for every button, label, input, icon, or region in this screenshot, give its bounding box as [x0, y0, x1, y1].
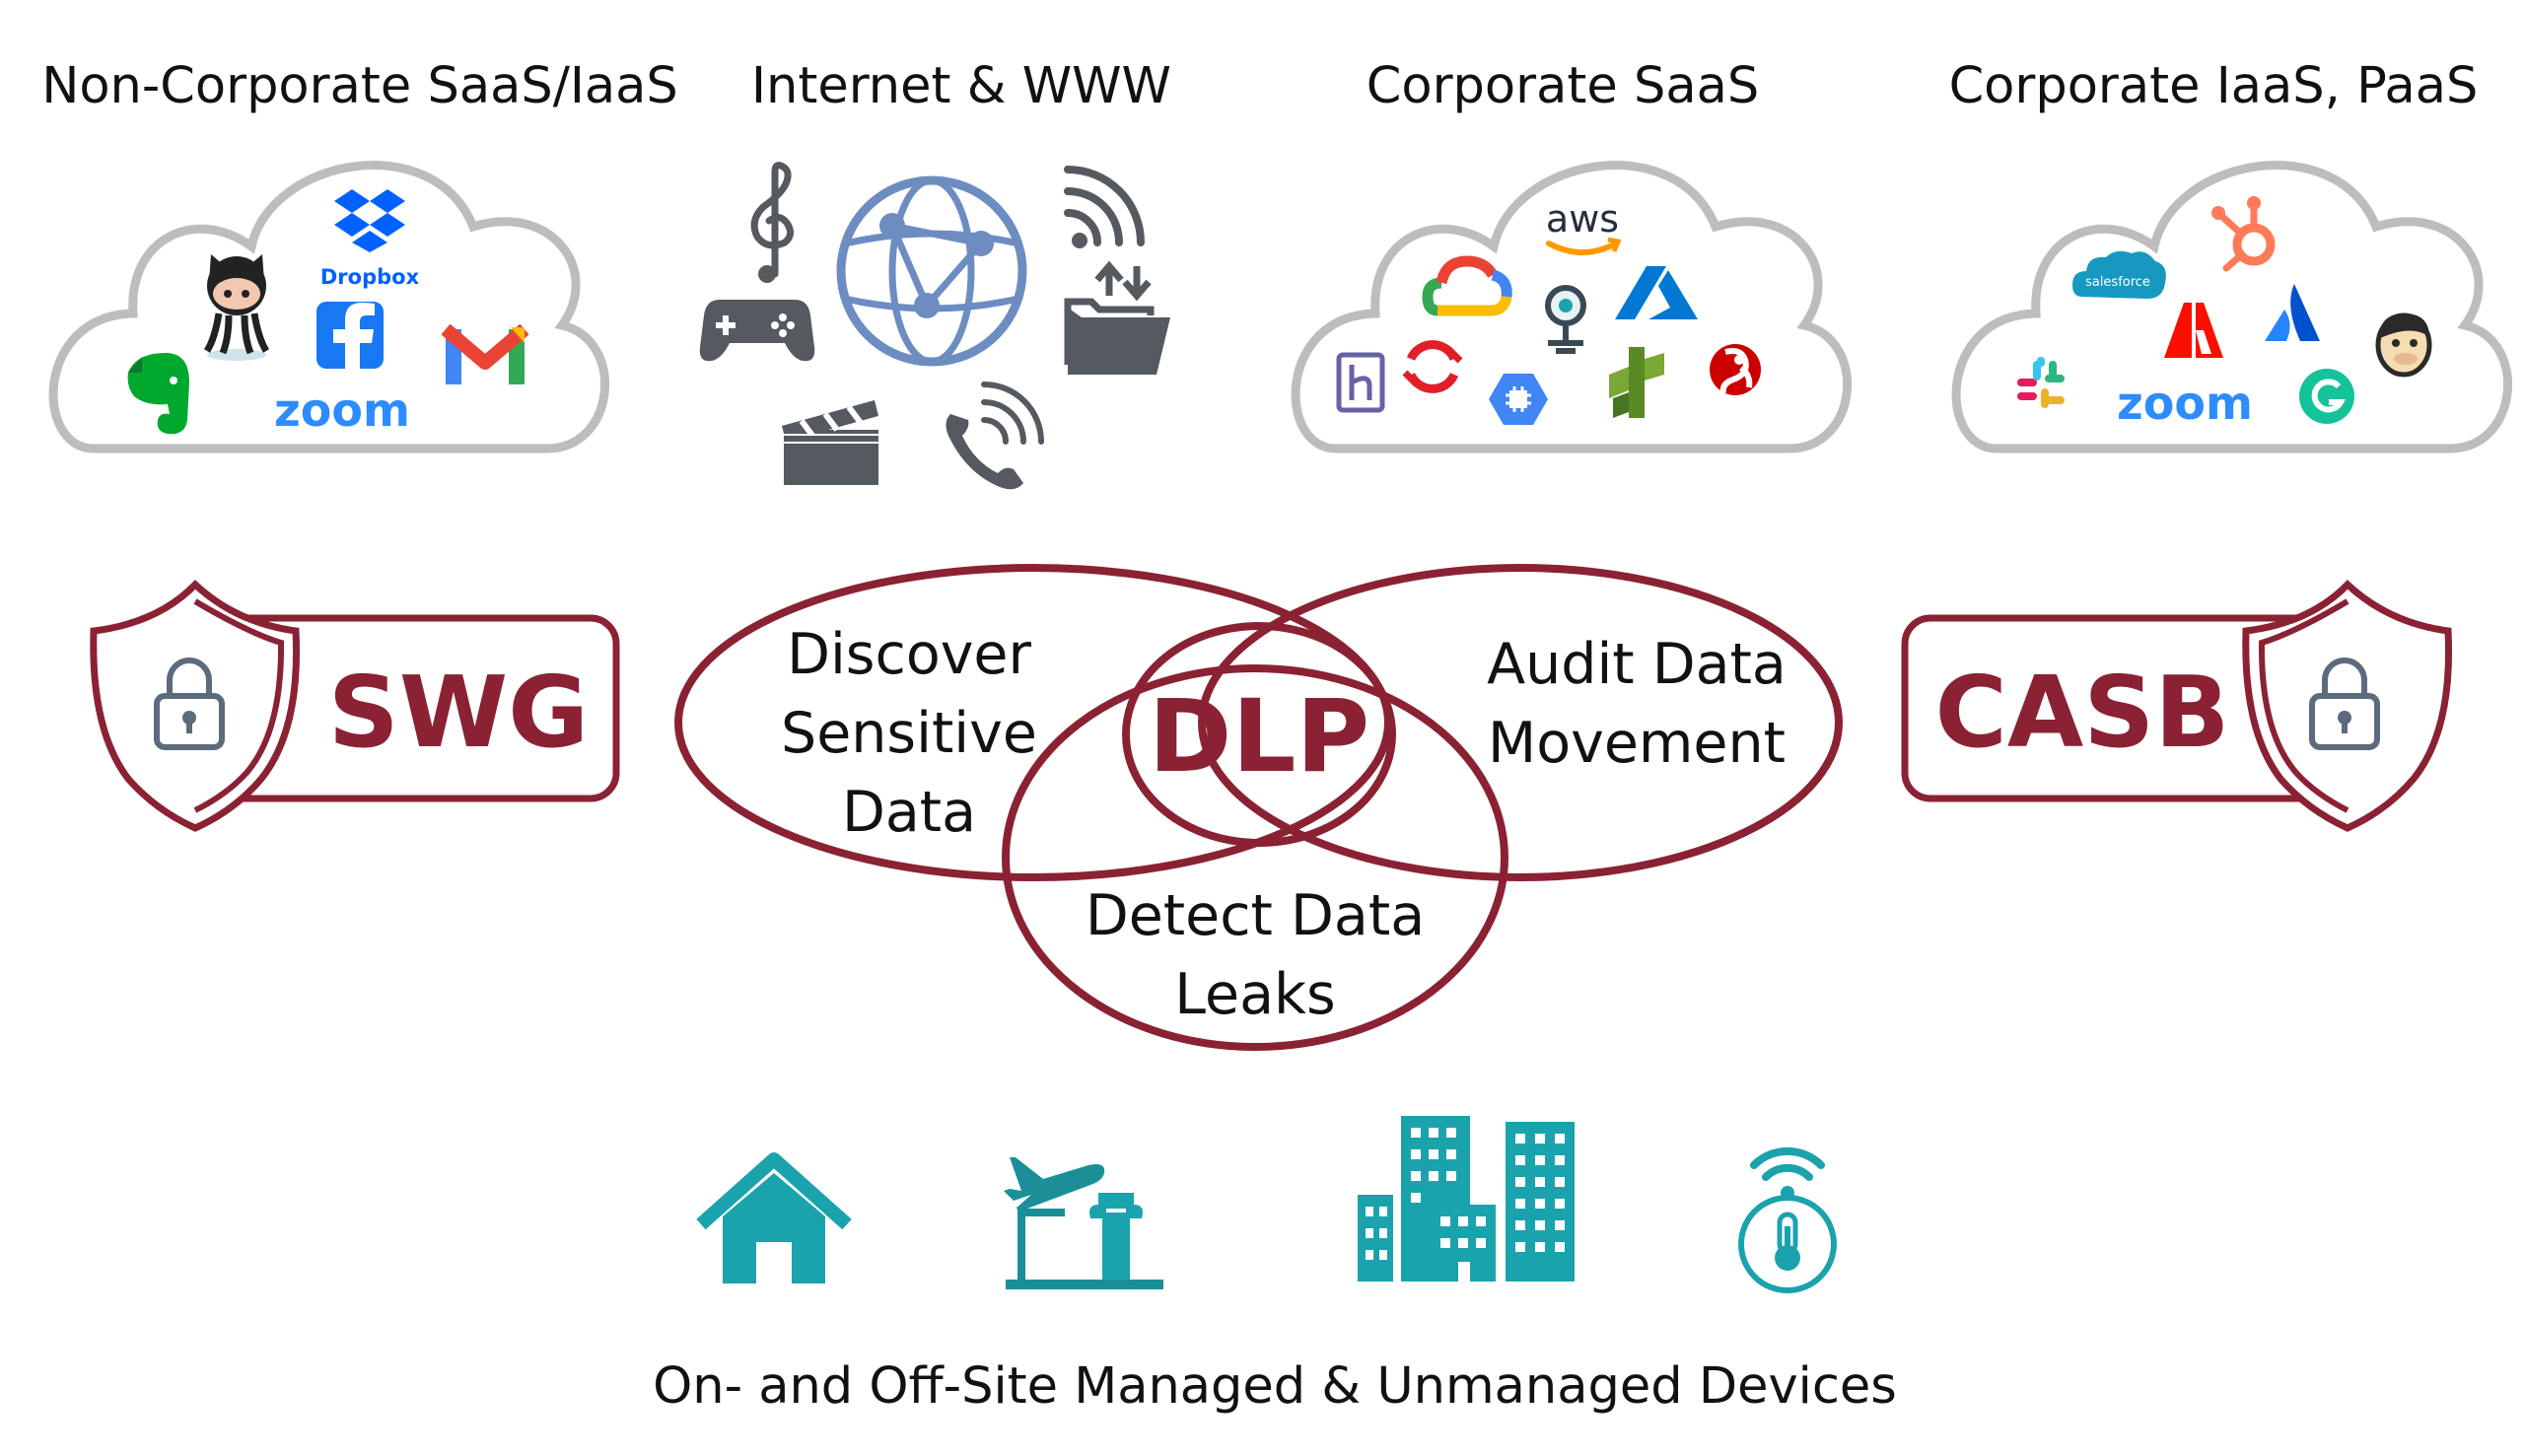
- venn-left-line-1: Discover: [787, 622, 1031, 687]
- dropbox-label: Dropbox: [320, 265, 420, 289]
- azure-icon: [1615, 266, 1698, 319]
- home-icon: [696, 1152, 852, 1283]
- gamepad-icon: [699, 300, 815, 362]
- gcp-compute-icon: [1489, 374, 1548, 425]
- google-cloud-icon: [1422, 255, 1512, 316]
- rss-feed-icon: [1064, 166, 1145, 248]
- folder-transfer-icon: [1064, 260, 1170, 375]
- heroku-icon: [1336, 352, 1385, 413]
- venn-circle-detect: [1002, 664, 1508, 1051]
- slack-icon: [2017, 357, 2065, 408]
- hubspot-icon: [2211, 196, 2276, 272]
- dlp-venn-diagram: DLP Discover Sensitive Data Audit Data M…: [674, 564, 1843, 1051]
- dlp-core-circle: [1122, 622, 1396, 847]
- casb-badge: CASB: [1901, 580, 2453, 832]
- heading-corporate-iaas-paas: Corporate IaaS, PaaS: [1949, 57, 2479, 115]
- office-buildings-icon: [1358, 1116, 1575, 1282]
- cloud-non-corporate: Dropbox zoom: [53, 166, 605, 449]
- aws-lambda-icon: [1609, 347, 1664, 418]
- dlp-label: DLP: [1149, 678, 1369, 796]
- devices-caption: On- and Off-Site Managed & Unmanaged Dev…: [653, 1357, 1897, 1416]
- internet-www-group: [699, 162, 1170, 490]
- devices-row: [696, 1116, 1837, 1293]
- salesforce-label: salesforce: [2085, 275, 2150, 290]
- venn-circle-audit: [1198, 564, 1843, 881]
- openshift-icon: [1402, 340, 1463, 393]
- aws-logo: aws: [1546, 197, 1622, 255]
- gmail-icon: [441, 323, 529, 384]
- zoom-logo: zoom: [274, 383, 410, 437]
- venn-bottom-line-1: Detect Data: [1086, 883, 1425, 948]
- mailchimp-icon: [2375, 312, 2432, 378]
- globe-network-icon: [836, 175, 1027, 367]
- cloud-corporate-saas: aws: [1296, 166, 1848, 449]
- github-octocat-icon: [203, 254, 270, 361]
- dropbox-icon: Dropbox: [320, 189, 420, 289]
- zoom-logo-2: zoom: [2117, 377, 2253, 430]
- heading-corporate-saas: Corporate SaaS: [1367, 57, 1759, 115]
- facebook-icon: [316, 302, 384, 369]
- venn-left-line-3: Data: [842, 780, 976, 845]
- cloud-corporate-iaas-paas: salesforce: [1956, 166, 2508, 449]
- evernote-icon: [127, 353, 189, 435]
- venn-right-line-2: Movement: [1488, 711, 1786, 776]
- redhat-icon: [1710, 344, 1761, 395]
- atlassian-icon: [2265, 284, 2320, 341]
- airport-icon: [1004, 1157, 1163, 1289]
- venn-right-line-1: Audit Data: [1487, 632, 1787, 697]
- adobe-icon: [2164, 303, 2223, 358]
- swg-badge: SWG: [90, 580, 620, 832]
- heading-internet-www: Internet & WWW: [751, 57, 1171, 115]
- swg-label: SWG: [328, 655, 589, 770]
- aws-label: aws: [1546, 197, 1619, 241]
- grammarly-icon: [2299, 369, 2354, 424]
- clapperboard-icon: [782, 400, 878, 485]
- phone-call-icon: [946, 381, 1044, 490]
- venn-left-line-2: Sensitive: [781, 701, 1037, 766]
- music-note-icon: [750, 162, 794, 283]
- salesforce-logo: salesforce: [2072, 250, 2166, 299]
- casb-label: CASB: [1934, 655, 2229, 770]
- heading-non-corporate-saas: Non-Corporate SaaS/IaaS: [41, 57, 678, 115]
- iot-thermometer-icon: [1738, 1146, 1837, 1293]
- venn-bottom-line-2: Leaks: [1174, 962, 1335, 1027]
- location-pin-icon: [1545, 285, 1586, 354]
